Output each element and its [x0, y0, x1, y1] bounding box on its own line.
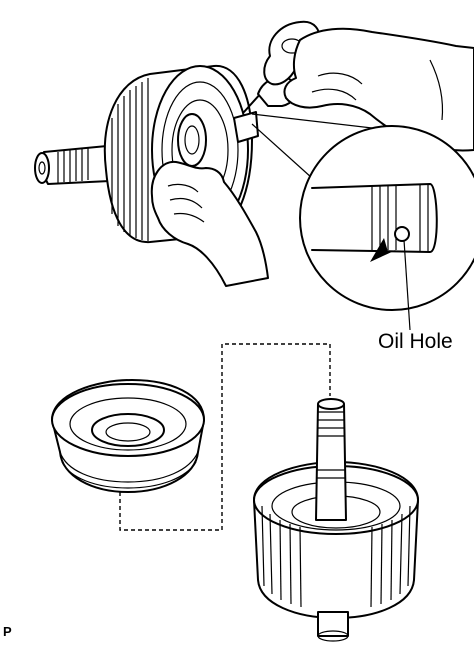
corner-mark: P [3, 624, 12, 639]
clutch-piston-icon [51, 379, 205, 493]
magnified-detail-icon [251, 113, 474, 331]
oil-hole-label: Oil Hole [378, 330, 453, 353]
alignment-dashed-line [119, 343, 331, 531]
holding-hand-icon [150, 160, 269, 287]
clutch-drum-upright-icon [253, 398, 419, 642]
oiler-hand-icon [243, 20, 474, 152]
